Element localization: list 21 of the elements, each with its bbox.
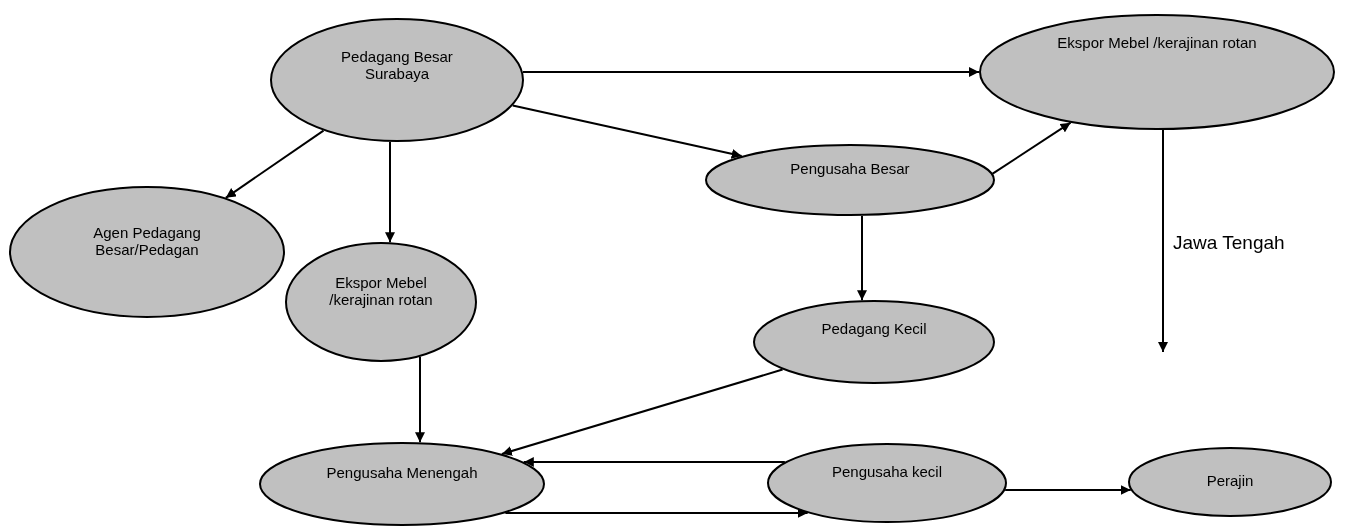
- node-label: Pedagang Kecil: [821, 320, 927, 337]
- arrow: [1158, 128, 1168, 353]
- node-label: Pengusaha Menengah: [326, 464, 478, 481]
- arrow: [857, 214, 867, 302]
- node-label: Perajin: [1206, 472, 1254, 489]
- arrow: [224, 129, 325, 199]
- arrow: [521, 67, 980, 77]
- node-label: Ekspor Mebel /kerajinan rotan: [1057, 34, 1257, 51]
- arrow: [385, 140, 395, 244]
- arrow: [1004, 485, 1132, 495]
- node-label: Pengusaha Besar: [790, 160, 910, 177]
- node-label: Ekspor Mebel /kerajinan rotan: [328, 274, 434, 308]
- arrow: [500, 368, 784, 456]
- node-label: Pengusaha kecil: [831, 463, 943, 480]
- arrow: [415, 355, 425, 444]
- node-label: Pedagang Besar Surabaya: [340, 48, 454, 82]
- arrow: [504, 508, 809, 518]
- arrow: [991, 121, 1072, 175]
- arrow: [511, 104, 743, 159]
- arrow: [522, 457, 786, 467]
- node-label: Agen Pedagang Besar/Pedagan: [92, 224, 202, 258]
